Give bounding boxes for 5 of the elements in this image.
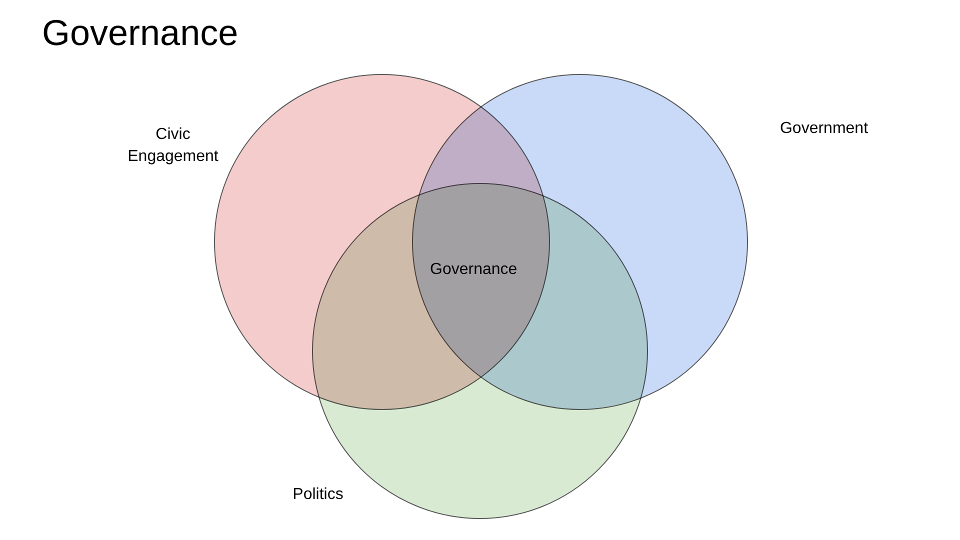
set-label: Civic Engagement [126, 125, 220, 167]
set-label: Government [778, 119, 870, 139]
set-label: Politics [292, 485, 344, 505]
title: Governance [42, 12, 238, 54]
intersection-label: Governance [430, 261, 518, 279]
